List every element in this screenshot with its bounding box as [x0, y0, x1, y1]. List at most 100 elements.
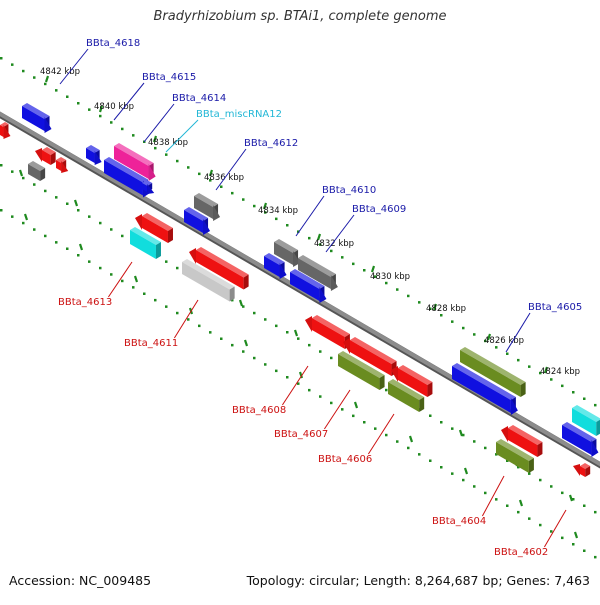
ruler-dot: [242, 350, 245, 353]
ruler-dot: [319, 395, 322, 398]
gene-feature: [290, 269, 327, 303]
gene-feature-top: [104, 157, 148, 183]
gene-leader-line: [295, 195, 325, 237]
ruler-dot: [297, 382, 300, 385]
gene-feature-top: [496, 439, 534, 461]
ruler-dot: [297, 337, 300, 340]
gene-feature-side: [596, 419, 600, 436]
ruler-dot: [308, 236, 311, 240]
ruler-dot: [330, 401, 333, 405]
gene-feature: [182, 259, 235, 302]
ruler-dot: [220, 337, 223, 340]
ruler-dot: [583, 397, 586, 400]
gene-label: BBta_4605: [528, 302, 582, 313]
ruler-major-tick: [238, 299, 244, 307]
gene-leader-line: [59, 48, 89, 85]
ruler-dot: [11, 63, 14, 66]
ruler-dot: [440, 421, 443, 424]
gene-feature-side: [50, 152, 56, 165]
ruler-dot: [528, 517, 531, 520]
ruler-label: 4834 kbp: [258, 206, 298, 216]
gene-feature-side: [229, 286, 235, 302]
gene-feature-arrowhead: [510, 398, 518, 415]
ruler-dot: [88, 215, 91, 218]
ruler-major-tick: [518, 499, 524, 507]
ruler-dot: [308, 343, 311, 347]
gene-label: BBta_4606: [318, 454, 372, 465]
ruler-major-tick: [73, 199, 79, 207]
ruler-dot: [440, 314, 443, 317]
gene-feature: [135, 213, 173, 243]
gene-feature: [460, 347, 526, 397]
ruler-dot: [0, 57, 3, 60]
ruler-dot: [77, 254, 80, 257]
gene-feature-side: [427, 382, 433, 397]
gene-feature-body: [56, 160, 62, 171]
gene-feature-body: [350, 340, 392, 376]
gene-feature-top: [28, 161, 46, 171]
ruler-dot: [11, 170, 14, 173]
gene-feature-arrowhead: [343, 338, 350, 354]
ruler-dot: [517, 465, 520, 469]
ruler-dot: [462, 433, 465, 437]
ruler-dot: [297, 230, 300, 233]
ruler-dot: [385, 281, 388, 285]
ruler-dot: [99, 221, 102, 225]
ruler-dot: [121, 279, 124, 283]
gene-feature-body: [460, 350, 521, 397]
ruler-dot: [0, 164, 3, 167]
gene-feature-arrowhead: [135, 214, 142, 230]
gene-feature-body: [264, 256, 280, 277]
ruler-dot: [77, 102, 80, 105]
gene-feature-top: [290, 269, 325, 289]
gene-feature-top: [312, 315, 350, 337]
gene-feature-body: [182, 262, 230, 302]
gene-label: BBta_4618: [86, 38, 140, 49]
gene-feature-arrowhead: [94, 151, 102, 165]
ruler-dot: [275, 369, 278, 373]
ruler-dot: [187, 318, 190, 321]
ruler-dot: [231, 343, 234, 347]
ruler-label: 4840 kbp: [94, 102, 134, 112]
ruler-dot: [77, 209, 80, 212]
accession-text: Accession: NC_009485: [9, 573, 152, 588]
gene-feature-top: [460, 347, 526, 385]
ruler-dot: [473, 333, 476, 336]
ruler-dot: [264, 318, 267, 321]
ruler-dot: [253, 311, 256, 315]
ruler-major-tick: [98, 105, 104, 113]
gene-feature-body: [452, 366, 511, 413]
gene-label: BBta_miscRNA12: [196, 109, 282, 120]
gene-feature: [184, 207, 211, 235]
gene-feature-body: [194, 196, 214, 219]
ruler-major-tick: [298, 371, 304, 379]
ruler-dot: [484, 446, 487, 450]
gene-leader-line: [367, 413, 395, 455]
gene-feature-body: [580, 466, 586, 477]
gene-feature-side: [528, 458, 534, 473]
ruler-dot: [583, 504, 586, 507]
ruler-dot: [341, 408, 344, 411]
ruler-dot: [176, 311, 179, 315]
gene-feature: [572, 405, 600, 436]
gene-feature-body: [496, 442, 529, 473]
gene-leader-line: [173, 299, 199, 339]
ruler-dot: [319, 243, 322, 246]
ruler-dot: [286, 376, 289, 379]
ruler-dot: [572, 498, 575, 501]
ruler-dot: [286, 331, 289, 334]
map-title: Bradyrhizobium sp. BTAi1, complete genom…: [153, 9, 447, 24]
ruler-dot: [462, 326, 465, 330]
ruler-dot: [473, 440, 476, 443]
ruler-dot: [429, 307, 432, 310]
gene-feature-arrowhead: [591, 440, 599, 457]
gene-feature-top: [142, 213, 173, 231]
gene-feature-arrowhead: [147, 184, 155, 194]
topology-text: Topology: circular; Length: 8,264,687 bp…: [246, 573, 590, 588]
ruler-dot: [22, 221, 25, 225]
ruler-dot: [561, 384, 564, 388]
ruler-dot: [275, 324, 278, 328]
ruler-dot: [22, 176, 25, 180]
ruler-major-tick: [458, 429, 464, 437]
